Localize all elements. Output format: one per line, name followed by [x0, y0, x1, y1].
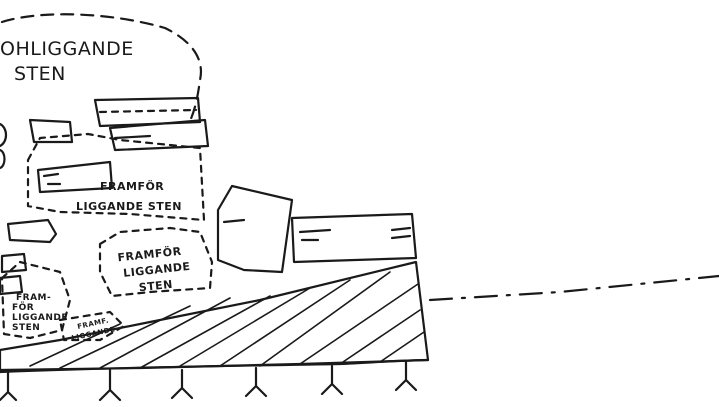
label-framfor-middle-line1: FRAMFÖR	[100, 179, 164, 193]
label-framfor-left: FRAM- FÖR LIGGANDE STEN	[12, 293, 68, 333]
label-framfor-center-line2: LIGGANDE	[123, 260, 192, 280]
stone-tilted	[218, 186, 292, 272]
label-framfor-left-line4: STEN	[12, 323, 40, 333]
stone-wall-right	[292, 214, 416, 262]
label-ohliggande-line2: STEN	[14, 63, 66, 85]
label-framfor-left-line2: FÖR	[12, 302, 34, 313]
label-framfor-center: FRAMFÖR LIGGANDE STEN	[117, 243, 193, 296]
label-ohliggande-line1: OHLIGGANDE	[0, 38, 134, 60]
label-framfor-middle: FRAMFÖR LIGGANDE STEN	[76, 179, 182, 213]
label-framfor-tiny: FRAMF. LIGGANDE	[69, 316, 116, 343]
label-ohliggande-sten: OHLIGGANDE STEN	[0, 38, 134, 85]
label-framfor-left-line1: FRAM-	[16, 293, 51, 303]
dash-dot-line	[430, 276, 719, 300]
label-framfor-left-line3: LIGGANDE	[12, 313, 68, 323]
stones-left-small	[0, 220, 56, 294]
label-framfor-middle-line2: LIGGANDE STEN	[76, 200, 182, 213]
